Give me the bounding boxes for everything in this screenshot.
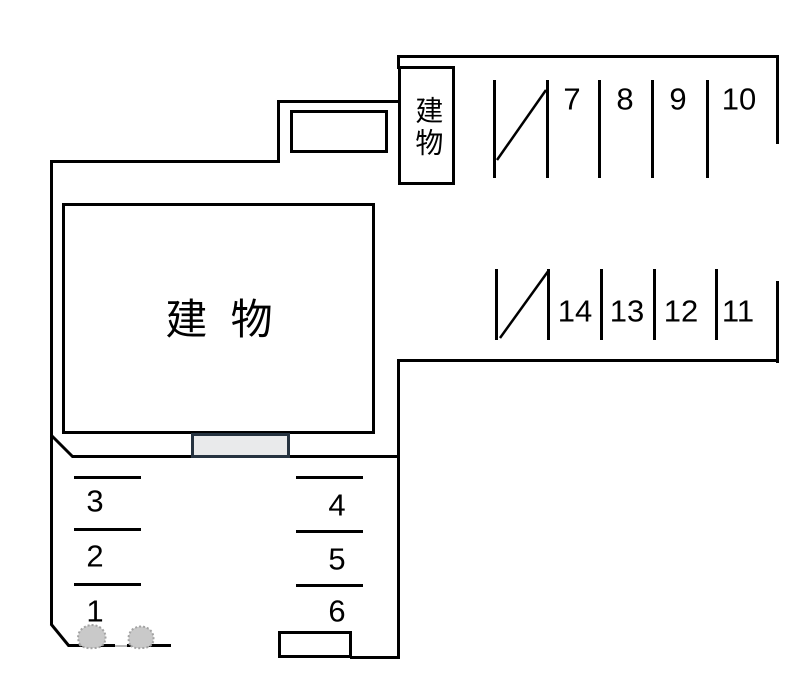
- stall-divider: [296, 584, 363, 587]
- stall-number-14: 14: [557, 293, 593, 329]
- boundary-line-top: [398, 55, 779, 58]
- boundary-line: [277, 100, 280, 163]
- no-parking-slash-top: [495, 89, 548, 161]
- stall-divider: [495, 269, 498, 340]
- stall-divider: [296, 476, 363, 479]
- boundary-line: [350, 656, 400, 659]
- stall-number-7: 7: [563, 81, 581, 117]
- stall-divider: [547, 269, 550, 340]
- boundary-corner-diagonal: [49, 623, 71, 647]
- stall-number-11: 11: [721, 293, 755, 329]
- stall-number-1: 1: [86, 593, 104, 629]
- stall-divider: [74, 583, 141, 586]
- stall-number-6: 6: [328, 593, 346, 629]
- stall-number-9: 9: [669, 81, 687, 117]
- lane-line: [72, 455, 192, 458]
- building-entrance-porch: [191, 433, 290, 458]
- stall-number-10: 10: [721, 81, 757, 117]
- stall-number-12: 12: [663, 293, 699, 329]
- boundary-line: [50, 160, 280, 163]
- stall-divider: [74, 528, 141, 531]
- stall-divider: [653, 269, 656, 340]
- boundary-line-left: [50, 160, 53, 625]
- no-parking-slash-middle: [498, 269, 551, 339]
- carport-structure: [290, 110, 388, 153]
- stall-divider: [715, 269, 718, 340]
- boundary-line: [277, 100, 401, 103]
- boundary-line-right-lower: [776, 281, 779, 363]
- stall-divider: [74, 476, 141, 479]
- main-building: [62, 203, 375, 434]
- stall-number-5: 5: [328, 541, 346, 577]
- boundary-line: [398, 359, 779, 362]
- boundary-line-bottom-faint: [115, 645, 127, 647]
- boundary-line: [397, 359, 400, 659]
- boundary-line-bottom: [127, 644, 171, 647]
- stall-divider: [546, 80, 549, 178]
- bottom-structure: [278, 631, 352, 658]
- stall-number-4: 4: [328, 487, 346, 523]
- stall-divider: [296, 530, 363, 533]
- stall-number-13: 13: [609, 293, 645, 329]
- stall-divider: [598, 80, 601, 178]
- main-building-label: 建 物: [165, 295, 273, 344]
- stall-divider: [600, 269, 603, 340]
- annex-building: [398, 66, 455, 185]
- stall-number-8: 8: [616, 81, 634, 117]
- stall-divider: [706, 80, 709, 178]
- stall-number-3: 3: [86, 483, 104, 519]
- stall-divider: [651, 80, 654, 178]
- boundary-line-right-upper: [776, 55, 779, 144]
- lane-line: [289, 455, 400, 458]
- stall-divider: [493, 80, 496, 178]
- stall-number-2: 2: [86, 538, 104, 574]
- annex-building-label: 建物: [411, 96, 445, 160]
- lane-corner-diagonal: [49, 433, 75, 459]
- boundary-line: [397, 55, 400, 69]
- boundary-line-bottom: [68, 644, 115, 647]
